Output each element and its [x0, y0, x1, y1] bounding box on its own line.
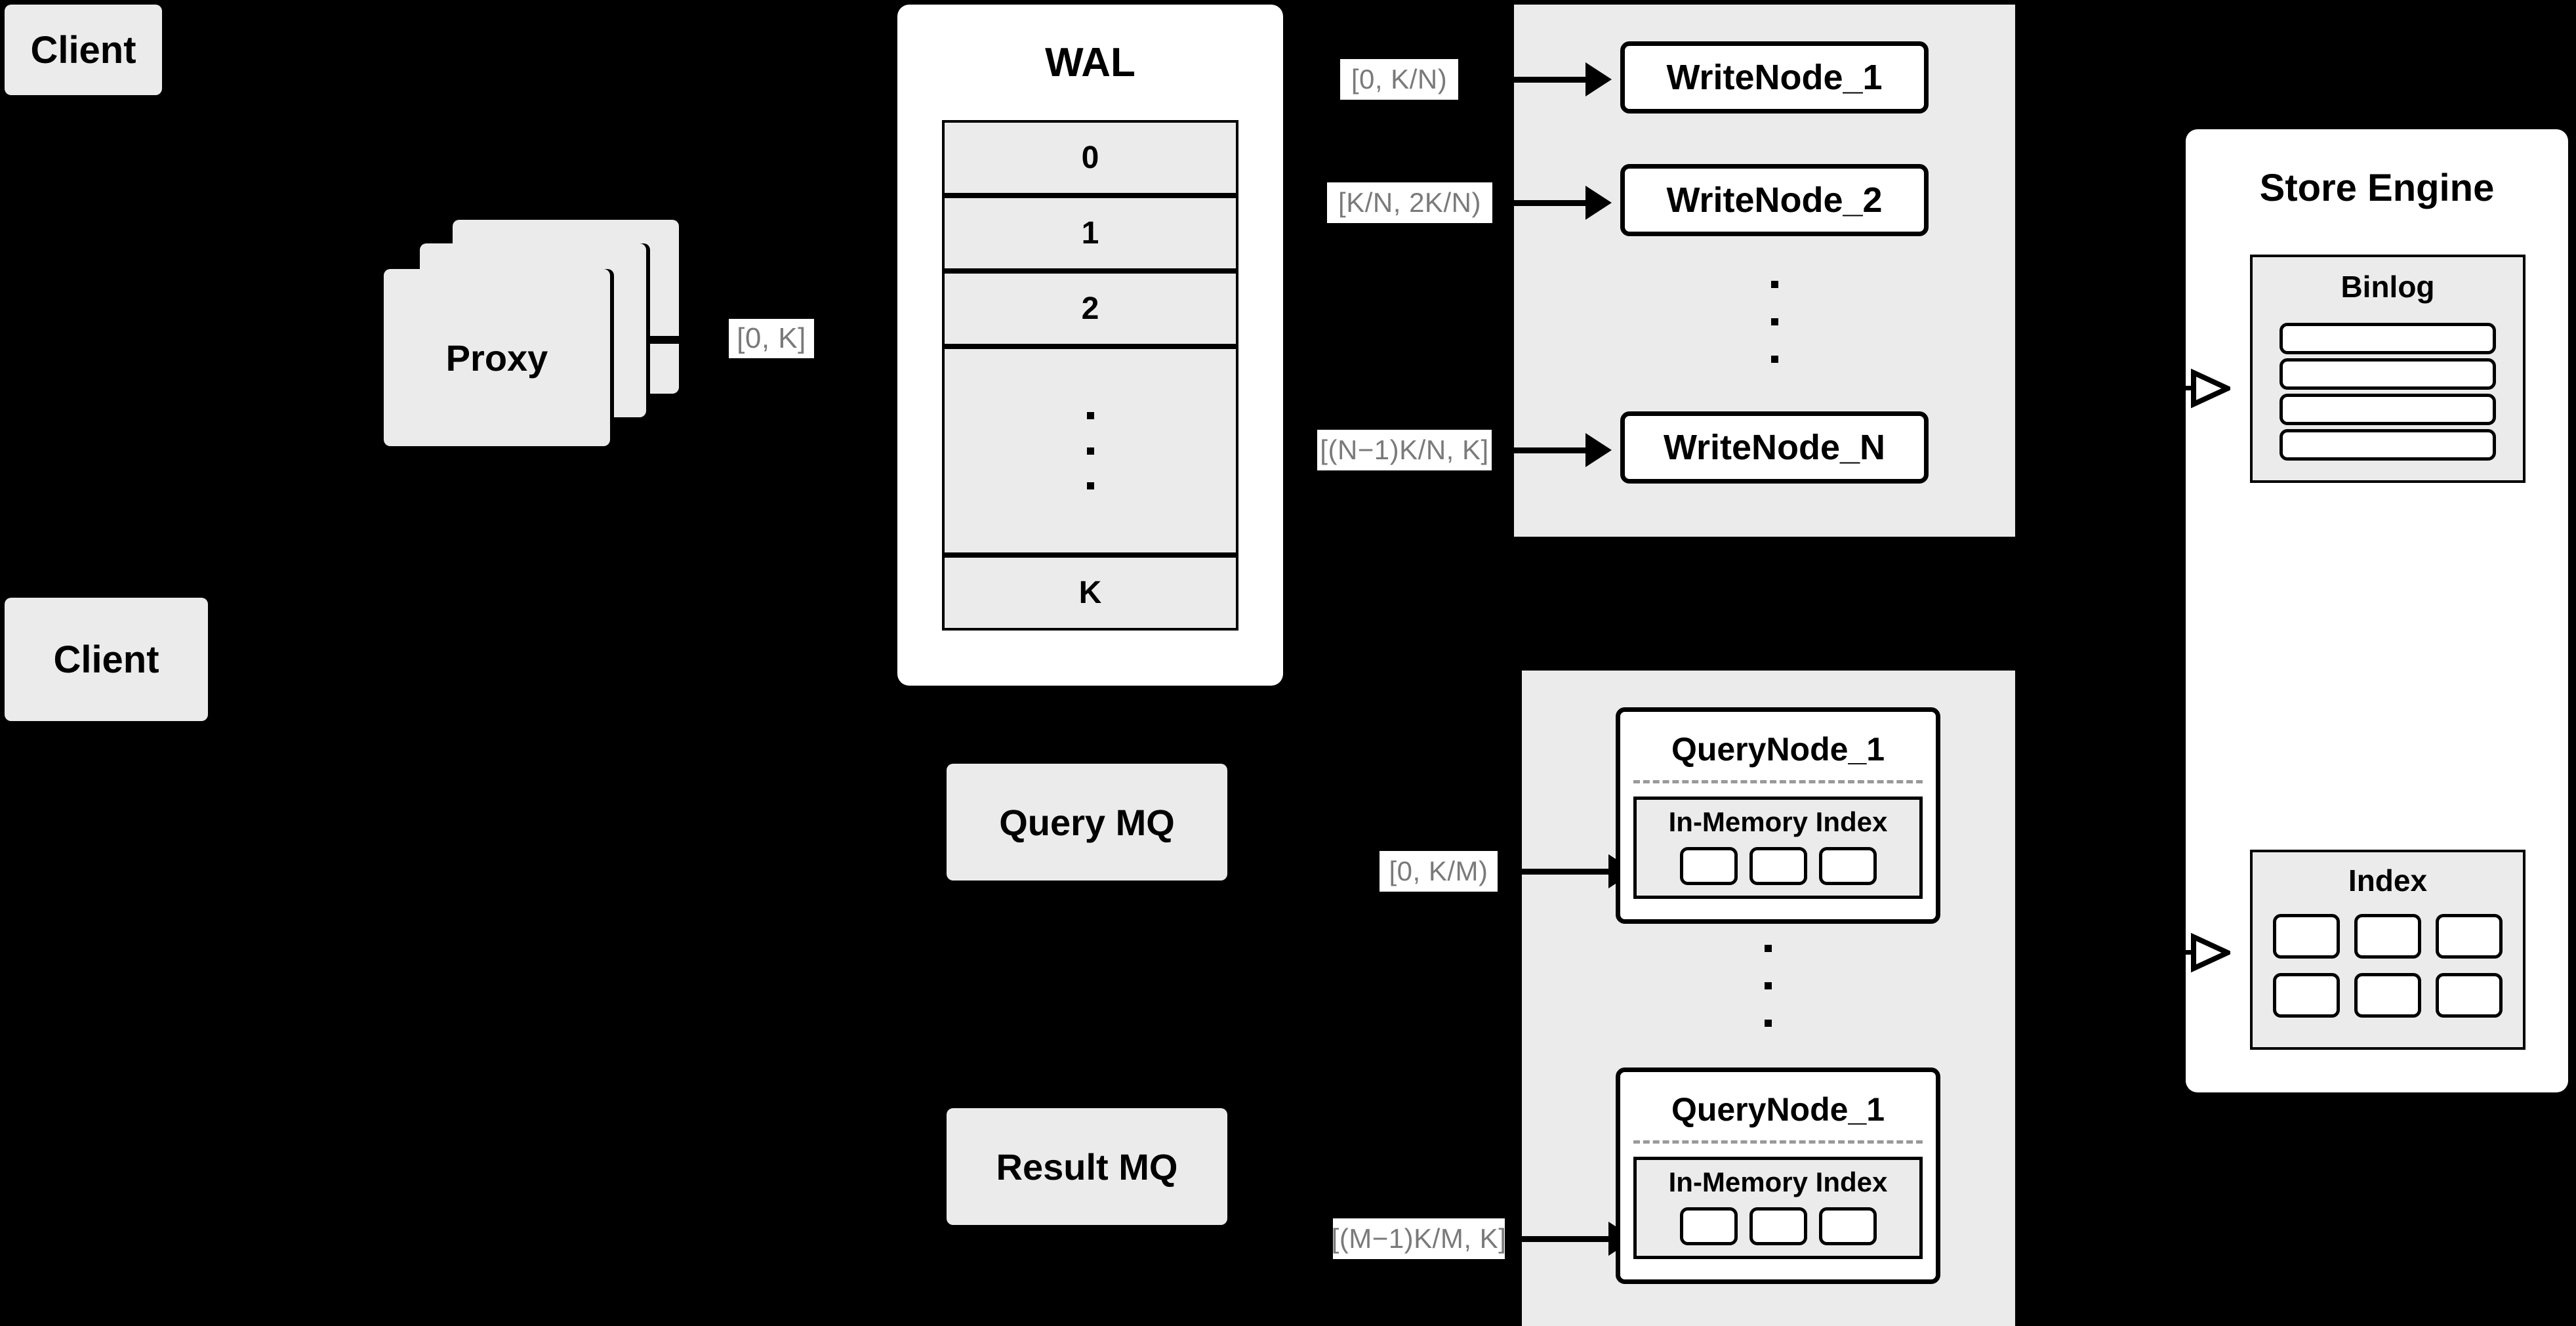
binlog-row-1: [2280, 323, 2496, 354]
wal-vertical-dots-icon: [1086, 412, 1094, 489]
query-node-1-box: QueryNode_1 In-Memory Index: [1616, 707, 1940, 924]
write-node-1-range-label: [0, K/N): [1340, 59, 1458, 100]
query-node-n-divider: [1633, 1140, 1923, 1144]
binlog-arrow-line: [2158, 386, 2199, 390]
binlog-row-4: [2280, 429, 2496, 461]
query-node-1-divider: [1633, 780, 1923, 783]
wal-entry-ellipsis: [942, 346, 1238, 555]
proxy-card-front: Proxy: [384, 269, 610, 446]
write-node-2-box: WriteNode_2: [1620, 164, 1929, 236]
query-node-1-title: QueryNode_1: [1671, 731, 1885, 768]
write-cluster-vertical-dots-icon: [1771, 281, 1778, 363]
write-node-1-box: WriteNode_1: [1620, 41, 1929, 114]
write-node-2-range-label: [K/N, 2K/N): [1327, 182, 1492, 223]
wal-entry-2: 2: [942, 271, 1238, 346]
index-arrow-line: [2158, 950, 2199, 955]
query-node-n-box: QueryNode_1 In-Memory Index: [1616, 1067, 1940, 1284]
proxy-label: Proxy: [445, 337, 548, 379]
index-cell-r1c1: [2273, 914, 2340, 959]
binlog-row-2: [2280, 358, 2496, 390]
index-section: Index: [2250, 850, 2525, 1050]
query-node-1-index-slot-3: [1818, 847, 1877, 885]
proxy-output-range-label: [0, K]: [729, 319, 814, 358]
client-box-2: Client: [5, 598, 208, 721]
binlog-title: Binlog: [2341, 270, 2435, 304]
query-node-1-inmemory-index: In-Memory Index: [1633, 797, 1923, 899]
query-node-n-index-slot-3: [1818, 1207, 1877, 1245]
index-arrow-head-icon: [2191, 933, 2230, 972]
query-node-n-inmemory-index: In-Memory Index: [1633, 1157, 1923, 1259]
query-node-n-arrow-line: [1522, 1236, 1610, 1242]
index-cell-r1c3: [2436, 914, 2503, 959]
write-node-n-arrow-line: [1502, 447, 1587, 453]
query-node-n-title: QueryNode_1: [1671, 1091, 1885, 1128]
index-cell-r2c3: [2436, 973, 2503, 1018]
proxy-stack-connector: [646, 336, 680, 344]
wal-title: WAL: [1045, 40, 1135, 85]
result-mq-box: Result MQ: [947, 1108, 1227, 1225]
write-node-2-arrow-head-icon: [1585, 186, 1612, 220]
query-node-n-index-title: In-Memory Index: [1668, 1167, 1888, 1197]
client-label-1: Client: [30, 28, 136, 72]
client-label-2: Client: [53, 638, 159, 681]
wal-entry-1: 1: [942, 196, 1238, 271]
query-node-1-arrow-line: [1522, 869, 1610, 875]
query-node-n-index-slot-1: [1679, 1207, 1738, 1245]
query-node-n-range-label: [(M−1)K/M, K]: [1332, 1218, 1506, 1259]
query-node-n-index-slot-2: [1749, 1207, 1807, 1245]
index-title: Index: [2348, 863, 2428, 898]
index-cell-r2c1: [2273, 973, 2340, 1018]
write-node-1-arrow-line: [1502, 77, 1587, 83]
query-node-1-index-title: In-Memory Index: [1668, 806, 1888, 837]
binlog-section: Binlog: [2250, 255, 2525, 483]
write-node-n-arrow-head-icon: [1585, 433, 1612, 467]
query-node-1-index-slot-1: [1679, 847, 1738, 885]
index-cell-r2c2: [2354, 973, 2421, 1018]
query-mq-box: Query MQ: [947, 764, 1227, 881]
store-engine-title: Store Engine: [2259, 167, 2495, 209]
query-node-1-index-slot-2: [1749, 847, 1807, 885]
binlog-arrow-head-icon: [2191, 369, 2230, 408]
wal-entry-k: K: [942, 555, 1238, 631]
query-node-1-range-label: [0, K/M): [1380, 851, 1498, 892]
write-node-n-box: WriteNode_N: [1620, 411, 1929, 484]
write-node-n-range-label: [(N−1)K/N, K]: [1317, 430, 1492, 470]
write-node-2-arrow-line: [1502, 200, 1587, 206]
write-node-1-arrow-head-icon: [1585, 62, 1612, 96]
index-cell-r1c2: [2354, 914, 2421, 959]
client-box-1: Client: [5, 5, 162, 95]
query-cluster-vertical-dots-icon: [1765, 945, 1772, 1027]
binlog-row-3: [2280, 394, 2496, 425]
wal-entry-0: 0: [942, 120, 1238, 196]
